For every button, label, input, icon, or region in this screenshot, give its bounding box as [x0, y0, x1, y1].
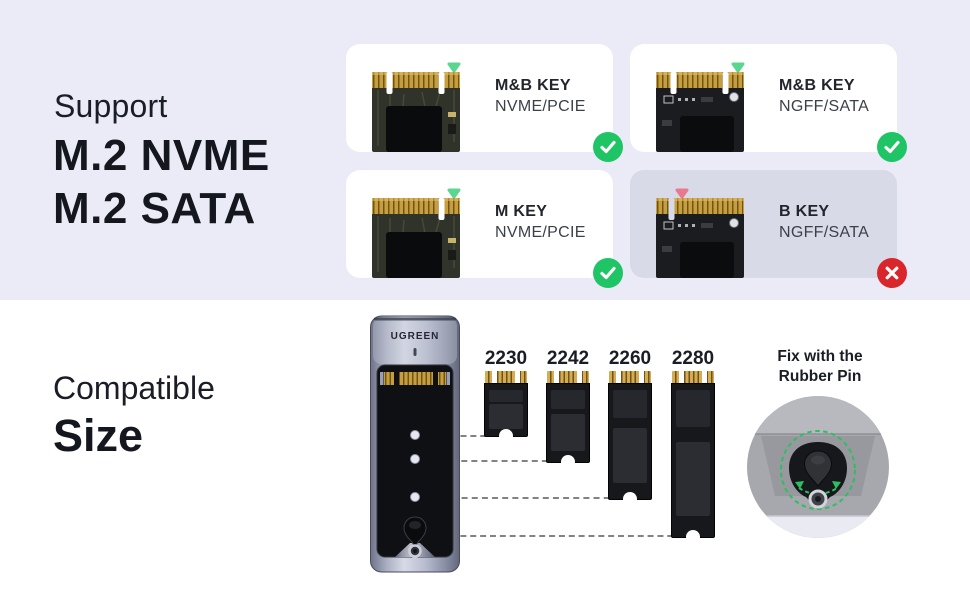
size-label-2280: 2280 [671, 348, 715, 369]
support-kicker: Support [54, 88, 168, 124]
check-icon [593, 132, 623, 162]
screw-notch [623, 492, 637, 506]
key-card-mb-sata: M&B KEY NGFF/SATA [630, 44, 907, 162]
slot-indicator-icon [447, 62, 461, 73]
m2-connector-graphic [656, 72, 744, 152]
key-card-b-sata: B KEY NGFF/SATA [630, 170, 907, 288]
check-icon [877, 132, 907, 162]
m2-edge-connector [672, 369, 714, 386]
size-label-2242: 2242 [546, 348, 590, 369]
dashed-connector-line [421, 497, 630, 499]
support-section: Support M.2 NVME M.2 SATA M&B KEY NVME/P… [0, 0, 970, 300]
size-section: Compatible Size [0, 300, 970, 600]
key-card-subtitle: NVME/PCIE [495, 224, 586, 241]
screw-notch [499, 429, 513, 443]
key-card-subtitle: NGFF/SATA [779, 224, 870, 241]
cross-icon [877, 258, 907, 288]
m2-edge-connector [547, 369, 589, 386]
key-card-title: M&B KEY [495, 77, 571, 94]
m2-edge-connector [485, 369, 527, 386]
screw-notch [561, 455, 575, 469]
dashed-connector-line [421, 435, 506, 437]
ssd-2280-graphic [671, 369, 715, 544]
rubber-pin-closeup [747, 396, 889, 538]
screw-notch [686, 530, 700, 544]
key-card-title: B KEY [779, 203, 830, 220]
rubber-pin-note-line1: Fix with the [777, 348, 863, 365]
rubber-pin-note-line2: Rubber Pin [778, 368, 862, 385]
size-kicker: Compatible [53, 370, 215, 406]
key-card-m-nvme: M KEY NVME/PCIE [346, 170, 623, 288]
rubber-pin-note: Fix with the Rubber Pin [740, 347, 900, 387]
key-card-mb-nvme: M&B KEY NVME/PCIE [346, 44, 623, 162]
headline-m2-sata: M.2 SATA [53, 184, 256, 233]
size-label-2260: 2260 [608, 348, 652, 369]
slot-indicator-icon [675, 188, 689, 199]
ssd-2230-graphic [484, 369, 528, 443]
m2-edge-connector [609, 369, 651, 386]
brand-logo: UGREEN [390, 331, 440, 342]
key-card-subtitle: NVME/PCIE [495, 98, 586, 115]
dashed-connector-line [421, 535, 693, 537]
key-card-title: M KEY [495, 203, 548, 220]
slot-indicator-icon [731, 62, 745, 73]
ssd-enclosure-graphic [370, 315, 460, 573]
size-label-2230: 2230 [484, 348, 528, 369]
m2-connector-graphic [372, 198, 460, 278]
slot-indicator-icon [447, 188, 461, 199]
size-headline: Size [53, 410, 144, 461]
key-card-title: M&B KEY [779, 77, 855, 94]
ssd-2242-graphic [546, 369, 590, 469]
headline-m2-nvme: M.2 NVME [53, 131, 270, 180]
check-icon [593, 258, 623, 288]
m2-connector-graphic [656, 198, 744, 278]
ssd-2260-graphic [608, 369, 652, 506]
dashed-connector-line [421, 460, 568, 462]
key-card-subtitle: NGFF/SATA [779, 98, 870, 115]
m2-connector-graphic [372, 72, 460, 152]
